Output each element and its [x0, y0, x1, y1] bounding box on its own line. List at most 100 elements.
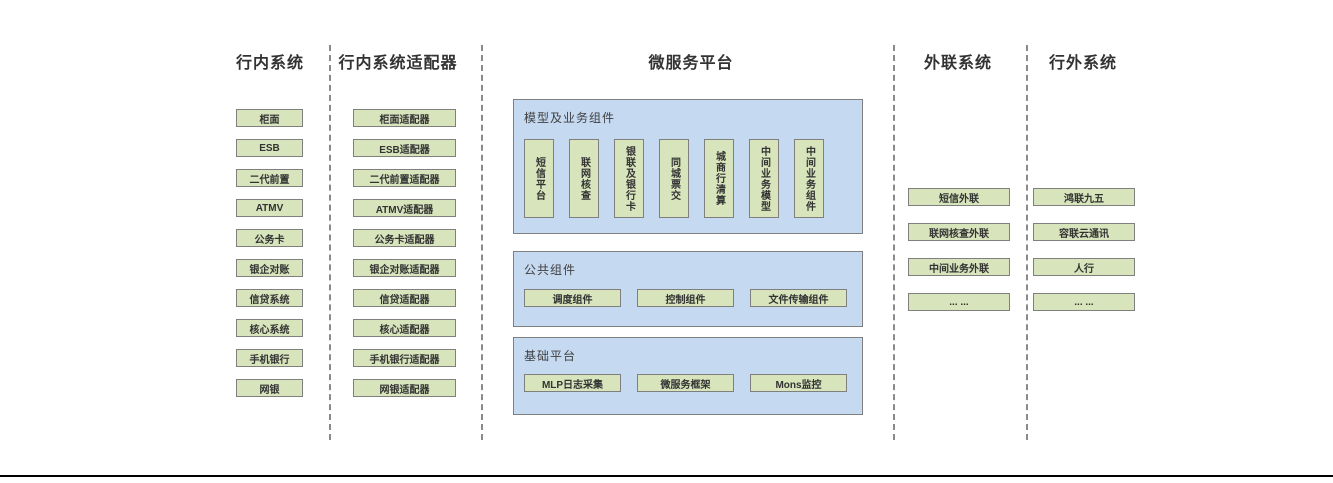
- system-box-label: 中间业务外联: [929, 263, 989, 275]
- system-box-label: 手机银行: [249, 354, 290, 366]
- adapter-box-label: 柜面适配器: [379, 114, 430, 126]
- panel-title-model-business: 模型及业务组件: [524, 111, 616, 125]
- component-box-vertical: 同城票交: [659, 139, 689, 218]
- system-box: ESB: [236, 139, 303, 157]
- adapter-box-label: ATMV适配器: [375, 204, 434, 216]
- adapter-box-label: 手机银行适配器: [369, 354, 440, 366]
- system-box: 手机银行: [236, 349, 303, 367]
- system-box-label: 容联云通讯: [1059, 228, 1109, 240]
- outreach-systems-list: 短信外联 联网核查外联 中间业务外联 ... ...: [908, 188, 1010, 311]
- external-systems-list: 鸿联九五 容联云通讯 人行 ... ...: [1033, 188, 1135, 311]
- component-box: 控制组件: [637, 289, 734, 307]
- adapter-box: ATMV适配器: [353, 199, 456, 217]
- system-box: 中间业务外联: [908, 258, 1010, 276]
- column-title-internal-system-adapters: 行内系统适配器: [338, 55, 458, 72]
- internal-system-adapters-list: 柜面适配器 ESB适配器 二代前置适配器 ATMV适配器 公务卡适配器 银企对账…: [353, 109, 456, 397]
- component-box: MLP日志采集: [524, 374, 621, 392]
- panel-title-base: 基础平台: [524, 349, 577, 363]
- system-box: 公务卡: [236, 229, 303, 247]
- component-box-vertical: 中间业务模型: [749, 139, 779, 218]
- common-components-items: 调度组件 控制组件 文件传输组件: [524, 289, 847, 307]
- system-box: ATMV: [236, 199, 303, 217]
- adapter-box-label: 二代前置适配器: [369, 174, 440, 186]
- column-title-outreach-systems: 外联系统: [923, 55, 992, 72]
- system-box-label: 二代前置: [249, 174, 290, 186]
- component-box-label: 联网核查: [578, 156, 590, 201]
- component-box-label: Mons监控: [775, 379, 822, 391]
- panel-model-business-components: 模型及业务组件 短信平台 联网核查 银联及银行卡 同城票交: [513, 99, 863, 234]
- column-divider: [1026, 45, 1028, 440]
- column-divider: [329, 45, 331, 440]
- panel-common-components: 公共组件 调度组件 控制组件 文件传输组件: [513, 251, 863, 327]
- system-box: ... ...: [1033, 293, 1135, 311]
- adapter-box-label: 核心适配器: [379, 324, 430, 336]
- system-box: ... ...: [908, 293, 1010, 311]
- system-box-label: 鸿联九五: [1064, 193, 1104, 205]
- component-box-label: 短信平台: [533, 156, 545, 201]
- component-box: Mons监控: [750, 374, 847, 392]
- internal-systems-list: 柜面 ESB 二代前置 ATMV 公务卡 银企对账 信贷系统: [236, 109, 303, 397]
- column-title-external-systems: 行外系统: [1048, 55, 1117, 72]
- system-box-label: 核心系统: [249, 324, 290, 336]
- adapter-box-label: 公务卡适配器: [374, 234, 435, 246]
- model-business-items: 短信平台 联网核查 银联及银行卡 同城票交 城商行清算: [524, 139, 824, 218]
- adapter-box-label: 银企对账适配器: [369, 264, 440, 276]
- adapter-box: 网银适配器: [353, 379, 456, 397]
- adapter-box-label: ESB适配器: [379, 144, 430, 156]
- system-box-label: ... ...: [1074, 296, 1094, 308]
- system-box: 核心系统: [236, 319, 303, 337]
- system-box-label: 短信外联: [939, 193, 979, 205]
- adapter-box-label: 网银适配器: [379, 384, 430, 396]
- system-box-label: 信贷系统: [249, 294, 290, 306]
- component-box-label: 中间业务组件: [803, 145, 815, 212]
- panel-base-platform: 基础平台 MLP日志采集 微服务框架 Mons监控: [513, 337, 863, 415]
- column-divider: [481, 45, 483, 440]
- component-box-label: 文件传输组件: [768, 294, 829, 306]
- adapter-box: 手机银行适配器: [353, 349, 456, 367]
- component-box-vertical: 银联及银行卡: [614, 139, 644, 218]
- component-box-label: 银联及银行卡: [623, 145, 635, 212]
- system-box: 容联云通讯: [1033, 223, 1135, 241]
- system-box: 人行: [1033, 258, 1135, 276]
- component-box-vertical: 短信平台: [524, 139, 554, 218]
- system-box-label: ATMV: [255, 202, 284, 214]
- panel-title-common: 公共组件: [524, 263, 577, 277]
- component-box-label: 城商行清算: [713, 151, 725, 206]
- adapter-box: 核心适配器: [353, 319, 456, 337]
- system-box-label: 网银: [259, 384, 280, 396]
- system-box: 银企对账: [236, 259, 303, 277]
- system-box-label: 银企对账: [249, 264, 290, 276]
- adapter-box: 银企对账适配器: [353, 259, 456, 277]
- system-box: 柜面: [236, 109, 303, 127]
- system-box-label: ESB: [259, 142, 280, 154]
- component-box-label: 微服务框架: [660, 379, 711, 391]
- system-box-label: 柜面: [259, 114, 280, 126]
- component-box-label: 控制组件: [665, 294, 706, 306]
- system-box-label: 人行: [1074, 263, 1094, 275]
- system-box: 二代前置: [236, 169, 303, 187]
- component-box-label: 同城票交: [668, 156, 680, 201]
- system-box-label: ... ...: [949, 296, 969, 308]
- column-title-microservice-platform: 微服务平台: [648, 55, 734, 72]
- system-box: 联网核查外联: [908, 223, 1010, 241]
- system-box: 鸿联九五: [1033, 188, 1135, 206]
- adapter-box: 公务卡适配器: [353, 229, 456, 247]
- component-box: 文件传输组件: [750, 289, 847, 307]
- adapter-box: 二代前置适配器: [353, 169, 456, 187]
- column-divider: [893, 45, 895, 440]
- system-box: 信贷系统: [236, 289, 303, 307]
- adapter-box: 柜面适配器: [353, 109, 456, 127]
- component-box-label: 调度组件: [552, 294, 593, 306]
- component-box-label: MLP日志采集: [541, 379, 604, 391]
- component-box-vertical: 联网核查: [569, 139, 599, 218]
- component-box-label: 中间业务模型: [758, 145, 770, 212]
- system-box-label: 公务卡: [254, 234, 285, 246]
- component-box: 调度组件: [524, 289, 621, 307]
- adapter-box: ESB适配器: [353, 139, 456, 157]
- system-box-label: 联网核查外联: [929, 228, 989, 240]
- base-platform-items: MLP日志采集 微服务框架 Mons监控: [524, 374, 847, 392]
- bottom-rule: [0, 475, 1333, 477]
- component-box-vertical: 中间业务组件: [794, 139, 824, 218]
- system-box: 网银: [236, 379, 303, 397]
